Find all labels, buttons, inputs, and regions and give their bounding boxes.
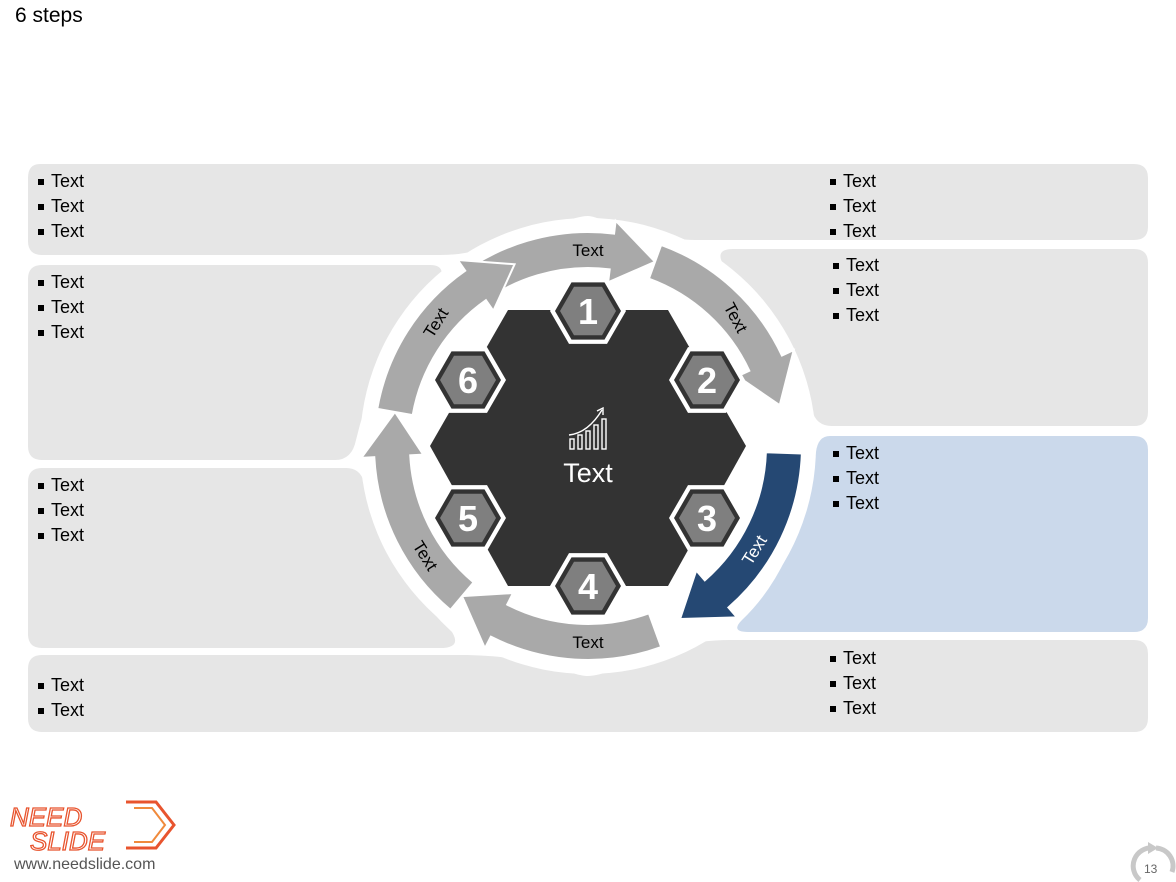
list-item: Text [37, 498, 84, 523]
step-badge-6 [440, 355, 496, 405]
arrow-label-1: Text [572, 241, 603, 260]
step-badge-1 [560, 286, 616, 336]
center-label: Text [563, 458, 613, 488]
list-item: Text [829, 219, 876, 244]
list-item: Text [37, 523, 84, 548]
list-item: Text [829, 696, 876, 721]
step-badge-5 [440, 493, 496, 543]
list-item: Text [37, 320, 84, 345]
logo-slide: SLIDE [30, 826, 106, 854]
step-badge-4 [560, 561, 616, 611]
list-item: Text [37, 270, 84, 295]
list-item: Text [37, 219, 84, 244]
website-link[interactable]: www.needslide.com [14, 856, 156, 873]
list-item: Text [37, 673, 84, 698]
list-item: Text [829, 671, 876, 696]
list-item: Text [829, 194, 876, 219]
cycle-arrow-3 [678, 451, 803, 621]
step-number-3: 3 [697, 498, 717, 539]
arrow-label-4: Text [572, 633, 603, 652]
list-item: Text [832, 278, 879, 303]
list-item: Text [37, 473, 84, 498]
panel-upper-right [720, 249, 1148, 426]
central-hexagon [430, 310, 746, 586]
cycle-arrow-5 [359, 410, 475, 612]
list-item: Text [829, 646, 876, 671]
panel-top [28, 164, 1148, 255]
cycle-arrow-2 [647, 243, 796, 407]
panel-highlight-right [737, 436, 1148, 632]
logo-need: NEED [10, 802, 82, 832]
step-number-4: 4 [578, 566, 598, 607]
needslide-logo: NEED SLIDE [9, 800, 176, 854]
list-item: Text [832, 253, 879, 278]
panel-lower-left [28, 468, 456, 648]
cycle-arrows [359, 218, 803, 661]
step-badge-3 [679, 493, 735, 543]
list-item: Text [832, 491, 879, 516]
cycle-arrow-6 [376, 258, 517, 417]
step-number-1: 1 [578, 291, 598, 332]
growth-chart-icon [568, 406, 607, 450]
hexagon-cluster: 1 2 3 4 5 6 [430, 278, 746, 619]
cycle-arrow-4 [460, 591, 663, 661]
list-item: Text [37, 194, 84, 219]
page-number: 13 [1144, 862, 1158, 876]
list-item: Text [832, 441, 879, 466]
list-item: Text [832, 303, 879, 328]
page-title: 6 steps [15, 4, 83, 27]
list-item: Text [829, 169, 876, 194]
list-item: Text [37, 169, 84, 194]
list-item: Text [832, 466, 879, 491]
step-badge-2 [679, 355, 735, 405]
list-item: Text [37, 698, 84, 723]
step-number-6: 6 [458, 360, 478, 401]
step-number-5: 5 [458, 498, 478, 539]
recycle-icon [1130, 842, 1176, 882]
step-number-2: 2 [697, 360, 717, 401]
list-item: Text [37, 295, 84, 320]
panel-mid-left [28, 265, 442, 460]
panel-bottom [28, 640, 1148, 732]
